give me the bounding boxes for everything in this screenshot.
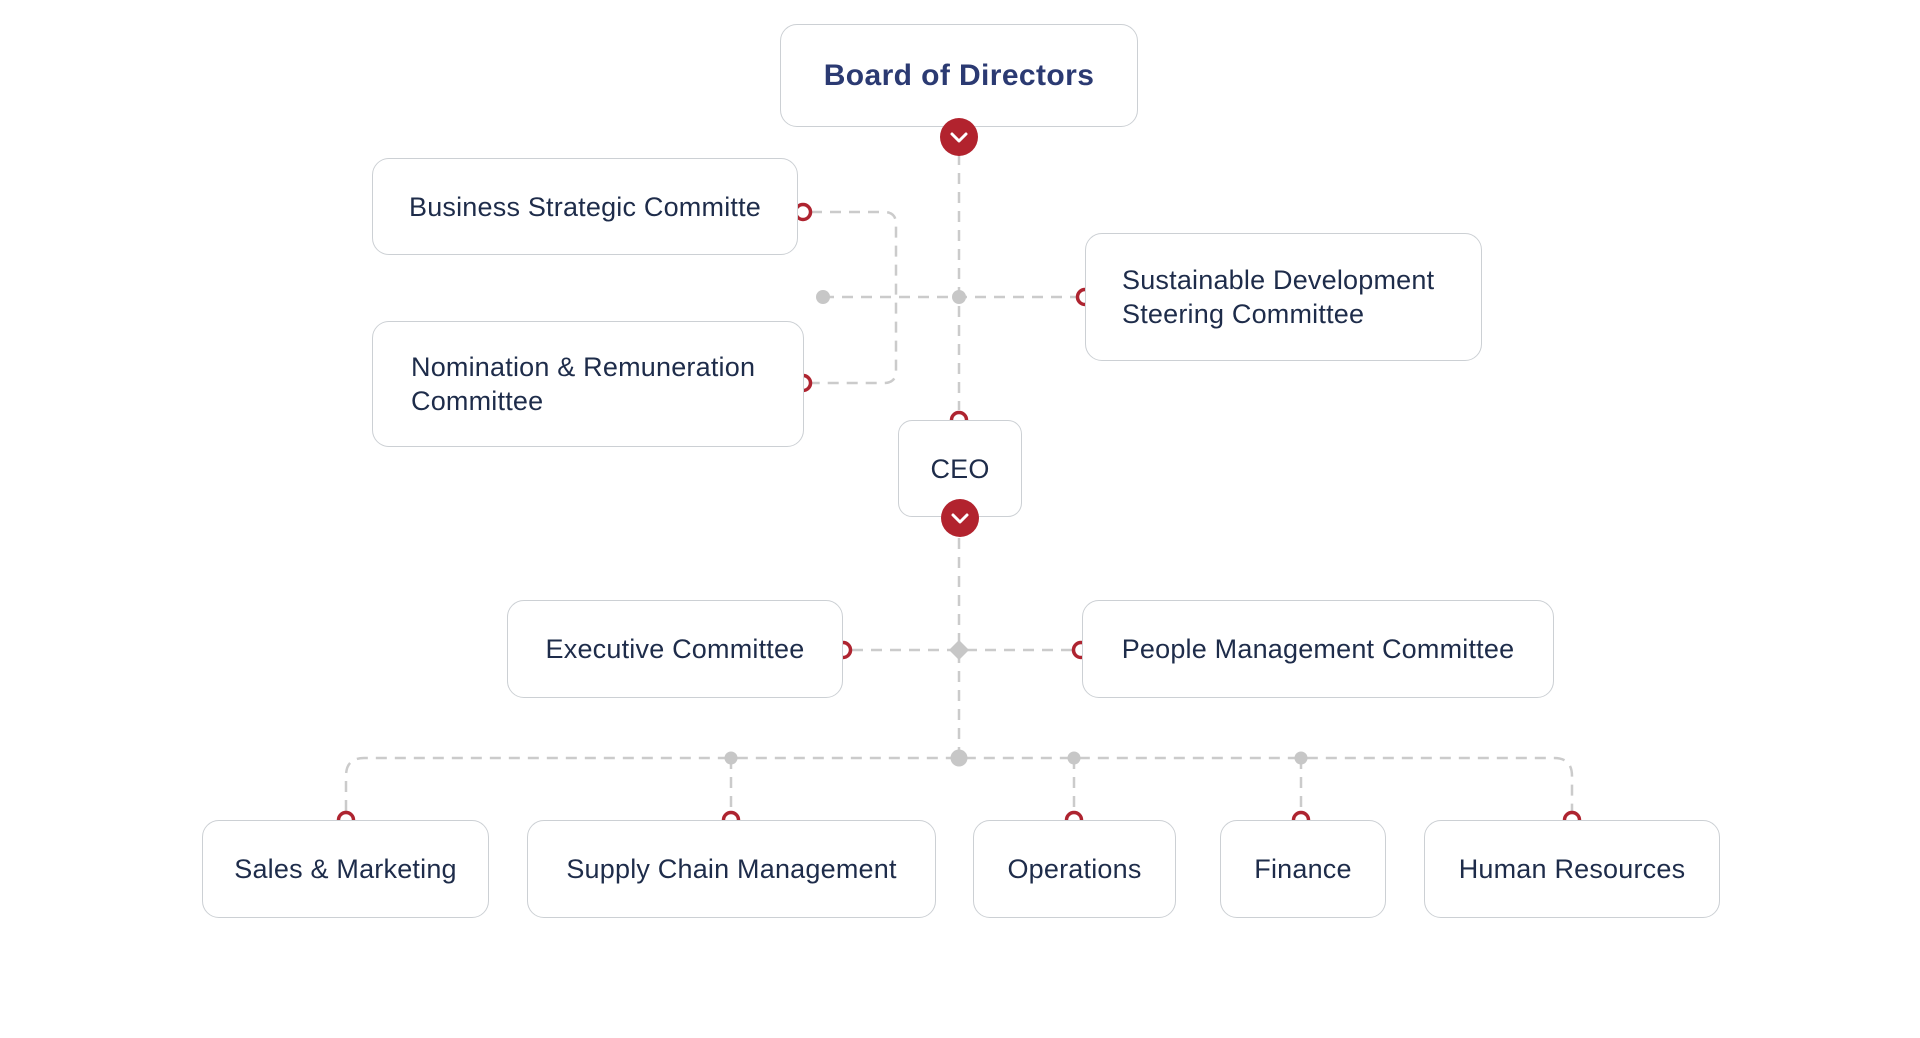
node-label: Supply Chain Management: [566, 854, 897, 884]
node-nomination-remuneration-committee[interactable]: Nomination & Remuneration Committee: [372, 321, 804, 447]
node-business-strategic-committee[interactable]: Business Strategic Committe: [372, 158, 798, 255]
chevron-down-icon: [951, 513, 969, 524]
chevron-down-icon: [950, 132, 968, 143]
junction-dot: [816, 290, 830, 304]
node-finance[interactable]: Finance: [1220, 820, 1386, 918]
node-label: Business Strategic Committe: [408, 191, 762, 222]
node-operations[interactable]: Operations: [973, 820, 1176, 918]
junction-diamond: [949, 640, 969, 660]
connector-department-bus: [344, 756, 1574, 811]
junction-dot: [1067, 751, 1081, 765]
node-supply-chain-management[interactable]: Supply Chain Management: [527, 820, 936, 918]
junction-dot: [724, 751, 738, 765]
node-people-management-committee[interactable]: People Management Committee: [1082, 600, 1554, 698]
junction-dot: [950, 749, 968, 767]
node-label: Executive Committee: [545, 634, 805, 664]
node-label: Finance: [1254, 854, 1352, 884]
ceo-collapse-button[interactable]: [941, 499, 979, 537]
node-sales-marketing[interactable]: Sales & Marketing: [202, 820, 489, 918]
node-label: Operations: [1007, 854, 1142, 884]
junction-dot: [952, 290, 966, 304]
node-label: Nomination & Remuneration Committee: [411, 352, 756, 416]
node-label: Sustainable Development Steering Committ…: [1122, 265, 1435, 329]
node-label: Sales & Marketing: [234, 854, 457, 884]
node-label: People Management Committee: [1121, 634, 1515, 664]
node-sustainable-development-steering-committee[interactable]: Sustainable Development Steering Committ…: [1085, 233, 1482, 361]
connector-bsc-nrc-elbow: [811, 210, 898, 385]
node-label: Human Resources: [1458, 854, 1686, 884]
node-board-of-directors[interactable]: Board of Directors: [780, 24, 1138, 127]
node-human-resources[interactable]: Human Resources: [1424, 820, 1720, 918]
node-label: Board of Directors: [823, 58, 1095, 92]
node-executive-committee[interactable]: Executive Committee: [507, 600, 843, 698]
node-label: CEO: [930, 453, 990, 484]
junction-dot: [1294, 751, 1308, 765]
board-collapse-button[interactable]: [940, 118, 978, 156]
